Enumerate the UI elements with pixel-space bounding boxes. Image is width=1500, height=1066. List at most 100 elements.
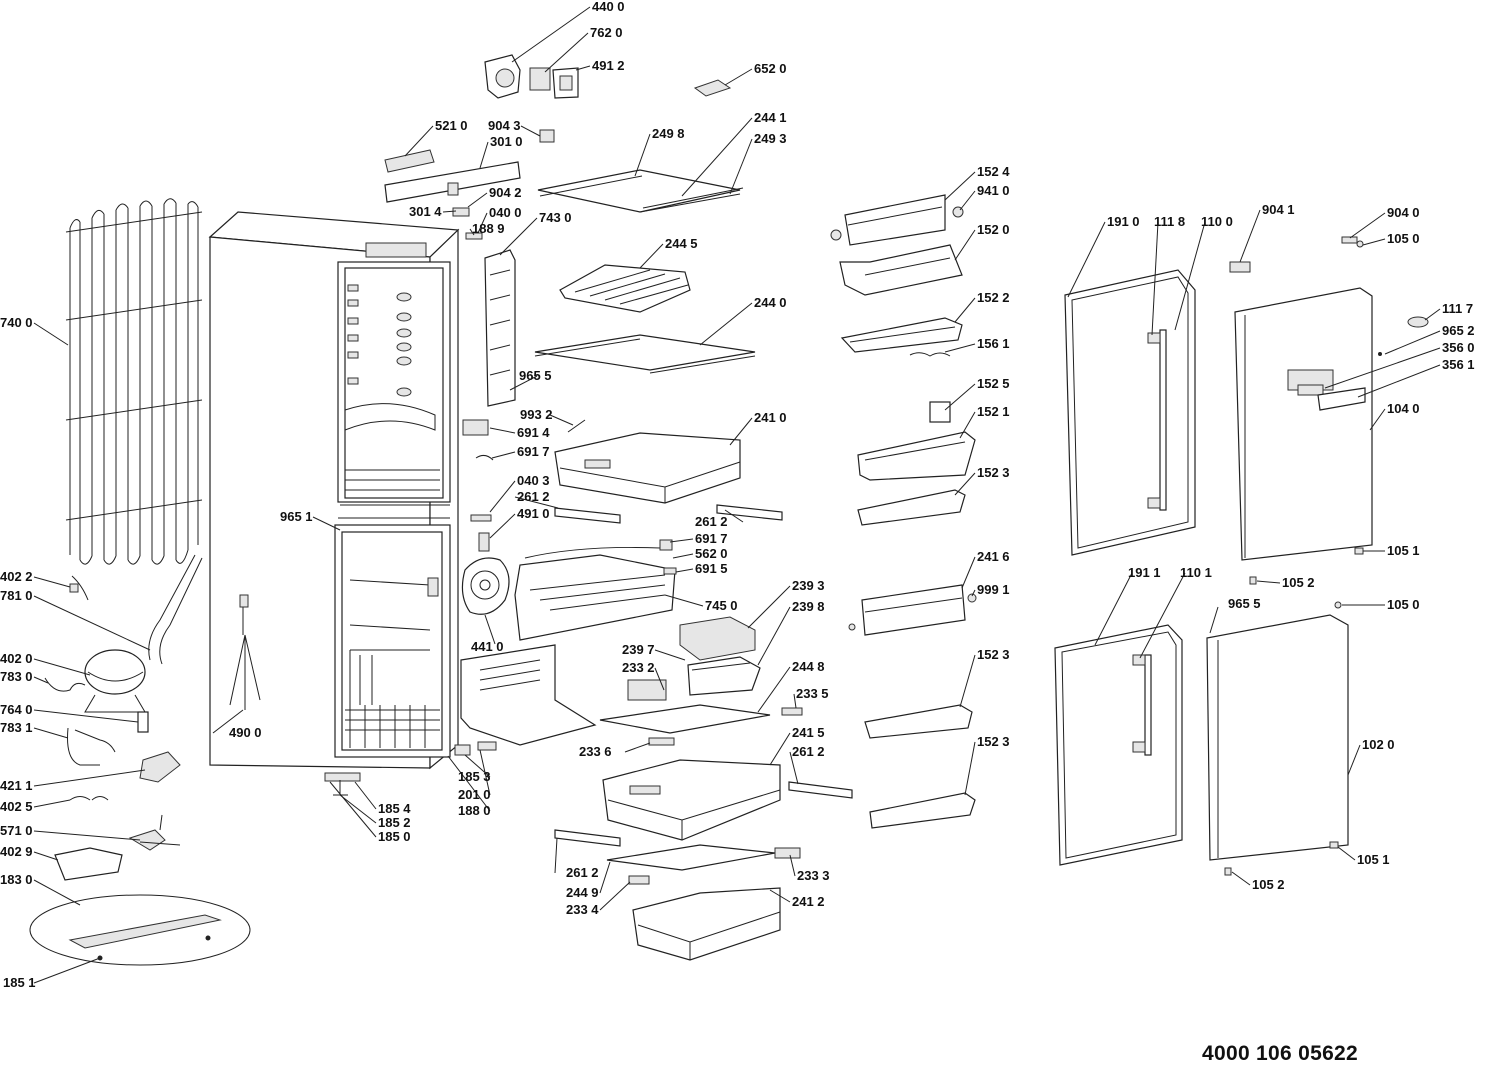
part-label: 152 2	[977, 290, 1010, 305]
part-label: 040 0	[489, 205, 522, 220]
part-label: 188 0	[458, 803, 491, 818]
part-label: 691 4	[517, 425, 550, 440]
part-label: 571 0	[0, 823, 33, 838]
part-label: 904 0	[1387, 205, 1420, 220]
top-parts	[384, 54, 756, 407]
part-label: 691 7	[517, 444, 550, 459]
part-label: 152 3	[977, 734, 1010, 749]
part-label: 965 5	[1228, 596, 1261, 611]
part-label: 781 0	[0, 588, 33, 603]
part-label: 105 1	[1387, 543, 1420, 558]
part-label: 244 0	[754, 295, 787, 310]
door-racks	[830, 194, 977, 829]
doors	[1054, 236, 1429, 876]
part-label: 402 9	[0, 844, 33, 859]
part-label: 241 2	[792, 894, 825, 909]
part-label: 241 0	[754, 410, 787, 425]
part-label: 301 0	[490, 134, 523, 149]
part-label: 233 6	[579, 744, 612, 759]
part-label: 152 5	[977, 376, 1010, 391]
drawer-parts	[460, 419, 853, 961]
part-label: 239 8	[792, 599, 825, 614]
part-label: 941 0	[977, 183, 1010, 198]
part-label: 999 1	[977, 582, 1010, 597]
part-label: 762 0	[590, 25, 623, 40]
condenser-coil	[65, 198, 203, 565]
part-label: 691 7	[695, 531, 728, 546]
part-label: 244 9	[566, 885, 599, 900]
part-label: 152 1	[977, 404, 1010, 419]
part-label: 783 0	[0, 669, 33, 684]
part-label: 156 1	[977, 336, 1010, 351]
part-label: 745 0	[705, 598, 738, 613]
part-label: 185 4	[378, 801, 411, 816]
part-label: 904 1	[1262, 202, 1295, 217]
part-label: 261 2	[566, 865, 599, 880]
part-label: 301 4	[409, 204, 442, 219]
part-label: 188 9	[472, 221, 505, 236]
part-label: 105 0	[1387, 597, 1420, 612]
part-label: 562 0	[695, 546, 728, 561]
part-label: 402 5	[0, 799, 33, 814]
part-label: 402 2	[0, 569, 33, 584]
part-label: 111 7	[1442, 301, 1473, 316]
cabinet	[208, 211, 460, 770]
part-label: 152 0	[977, 222, 1010, 237]
part-label: 249 8	[652, 126, 685, 141]
part-label: 110 1	[1180, 565, 1212, 580]
part-label: 185 2	[378, 815, 411, 830]
part-label: 652 0	[754, 61, 787, 76]
part-label: 244 8	[792, 659, 825, 674]
part-label: 521 0	[435, 118, 468, 133]
part-label: 904 3	[488, 118, 521, 133]
part-label: 185 1	[3, 975, 36, 990]
part-label: 201 0	[458, 787, 491, 802]
part-label: 783 1	[0, 720, 33, 735]
part-label: 244 1	[754, 110, 787, 125]
part-label: 249 3	[754, 131, 787, 146]
part-label: 491 0	[517, 506, 550, 521]
document-number: 4000 106 05622	[1202, 1042, 1359, 1065]
part-label: 261 2	[517, 489, 550, 504]
part-label: 261 2	[695, 514, 728, 529]
part-label: 239 3	[792, 578, 825, 593]
part-label: 965 2	[1442, 323, 1475, 338]
part-label: 233 5	[796, 686, 829, 701]
part-label: 104 0	[1387, 401, 1420, 416]
callout-labels: 440 0 762 0 491 2 652 0 521 0 301 0 904 …	[0, 0, 1475, 990]
part-label: 185 3	[458, 769, 491, 784]
part-label: 233 3	[797, 868, 830, 883]
part-label: 490 0	[229, 725, 262, 740]
part-label: 102 0	[1362, 737, 1395, 752]
part-label: 244 5	[665, 236, 698, 251]
part-label: 764 0	[0, 702, 33, 717]
part-label: 904 2	[489, 185, 522, 200]
part-label: 743 0	[539, 210, 572, 225]
part-label: 491 2	[592, 58, 625, 73]
part-label: 441 0	[471, 639, 504, 654]
part-label: 152 4	[977, 164, 1010, 179]
part-label: 152 3	[977, 465, 1010, 480]
part-label: 421 1	[0, 778, 33, 793]
part-label: 993 2	[520, 407, 553, 422]
part-label: 110 0	[1201, 214, 1233, 229]
part-label: 691 5	[695, 561, 728, 576]
part-label: 356 0	[1442, 340, 1475, 355]
part-label: 185 0	[378, 829, 411, 844]
leader-lines	[33, 6, 1441, 984]
part-label: 111 8	[1154, 214, 1185, 229]
part-label: 356 1	[1442, 357, 1475, 372]
part-label: 105 1	[1357, 852, 1390, 867]
part-label: 191 0	[1107, 214, 1140, 229]
part-label: 105 2	[1282, 575, 1315, 590]
part-label: 233 2	[622, 660, 655, 675]
part-label: 440 0	[592, 0, 625, 14]
part-label: 233 4	[566, 902, 599, 917]
part-label: 261 2	[792, 744, 825, 759]
part-label: 183 0	[0, 872, 33, 887]
part-label: 152 3	[977, 647, 1010, 662]
part-label: 105 2	[1252, 877, 1285, 892]
part-label: 191 1	[1128, 565, 1161, 580]
part-label: 241 6	[977, 549, 1010, 564]
